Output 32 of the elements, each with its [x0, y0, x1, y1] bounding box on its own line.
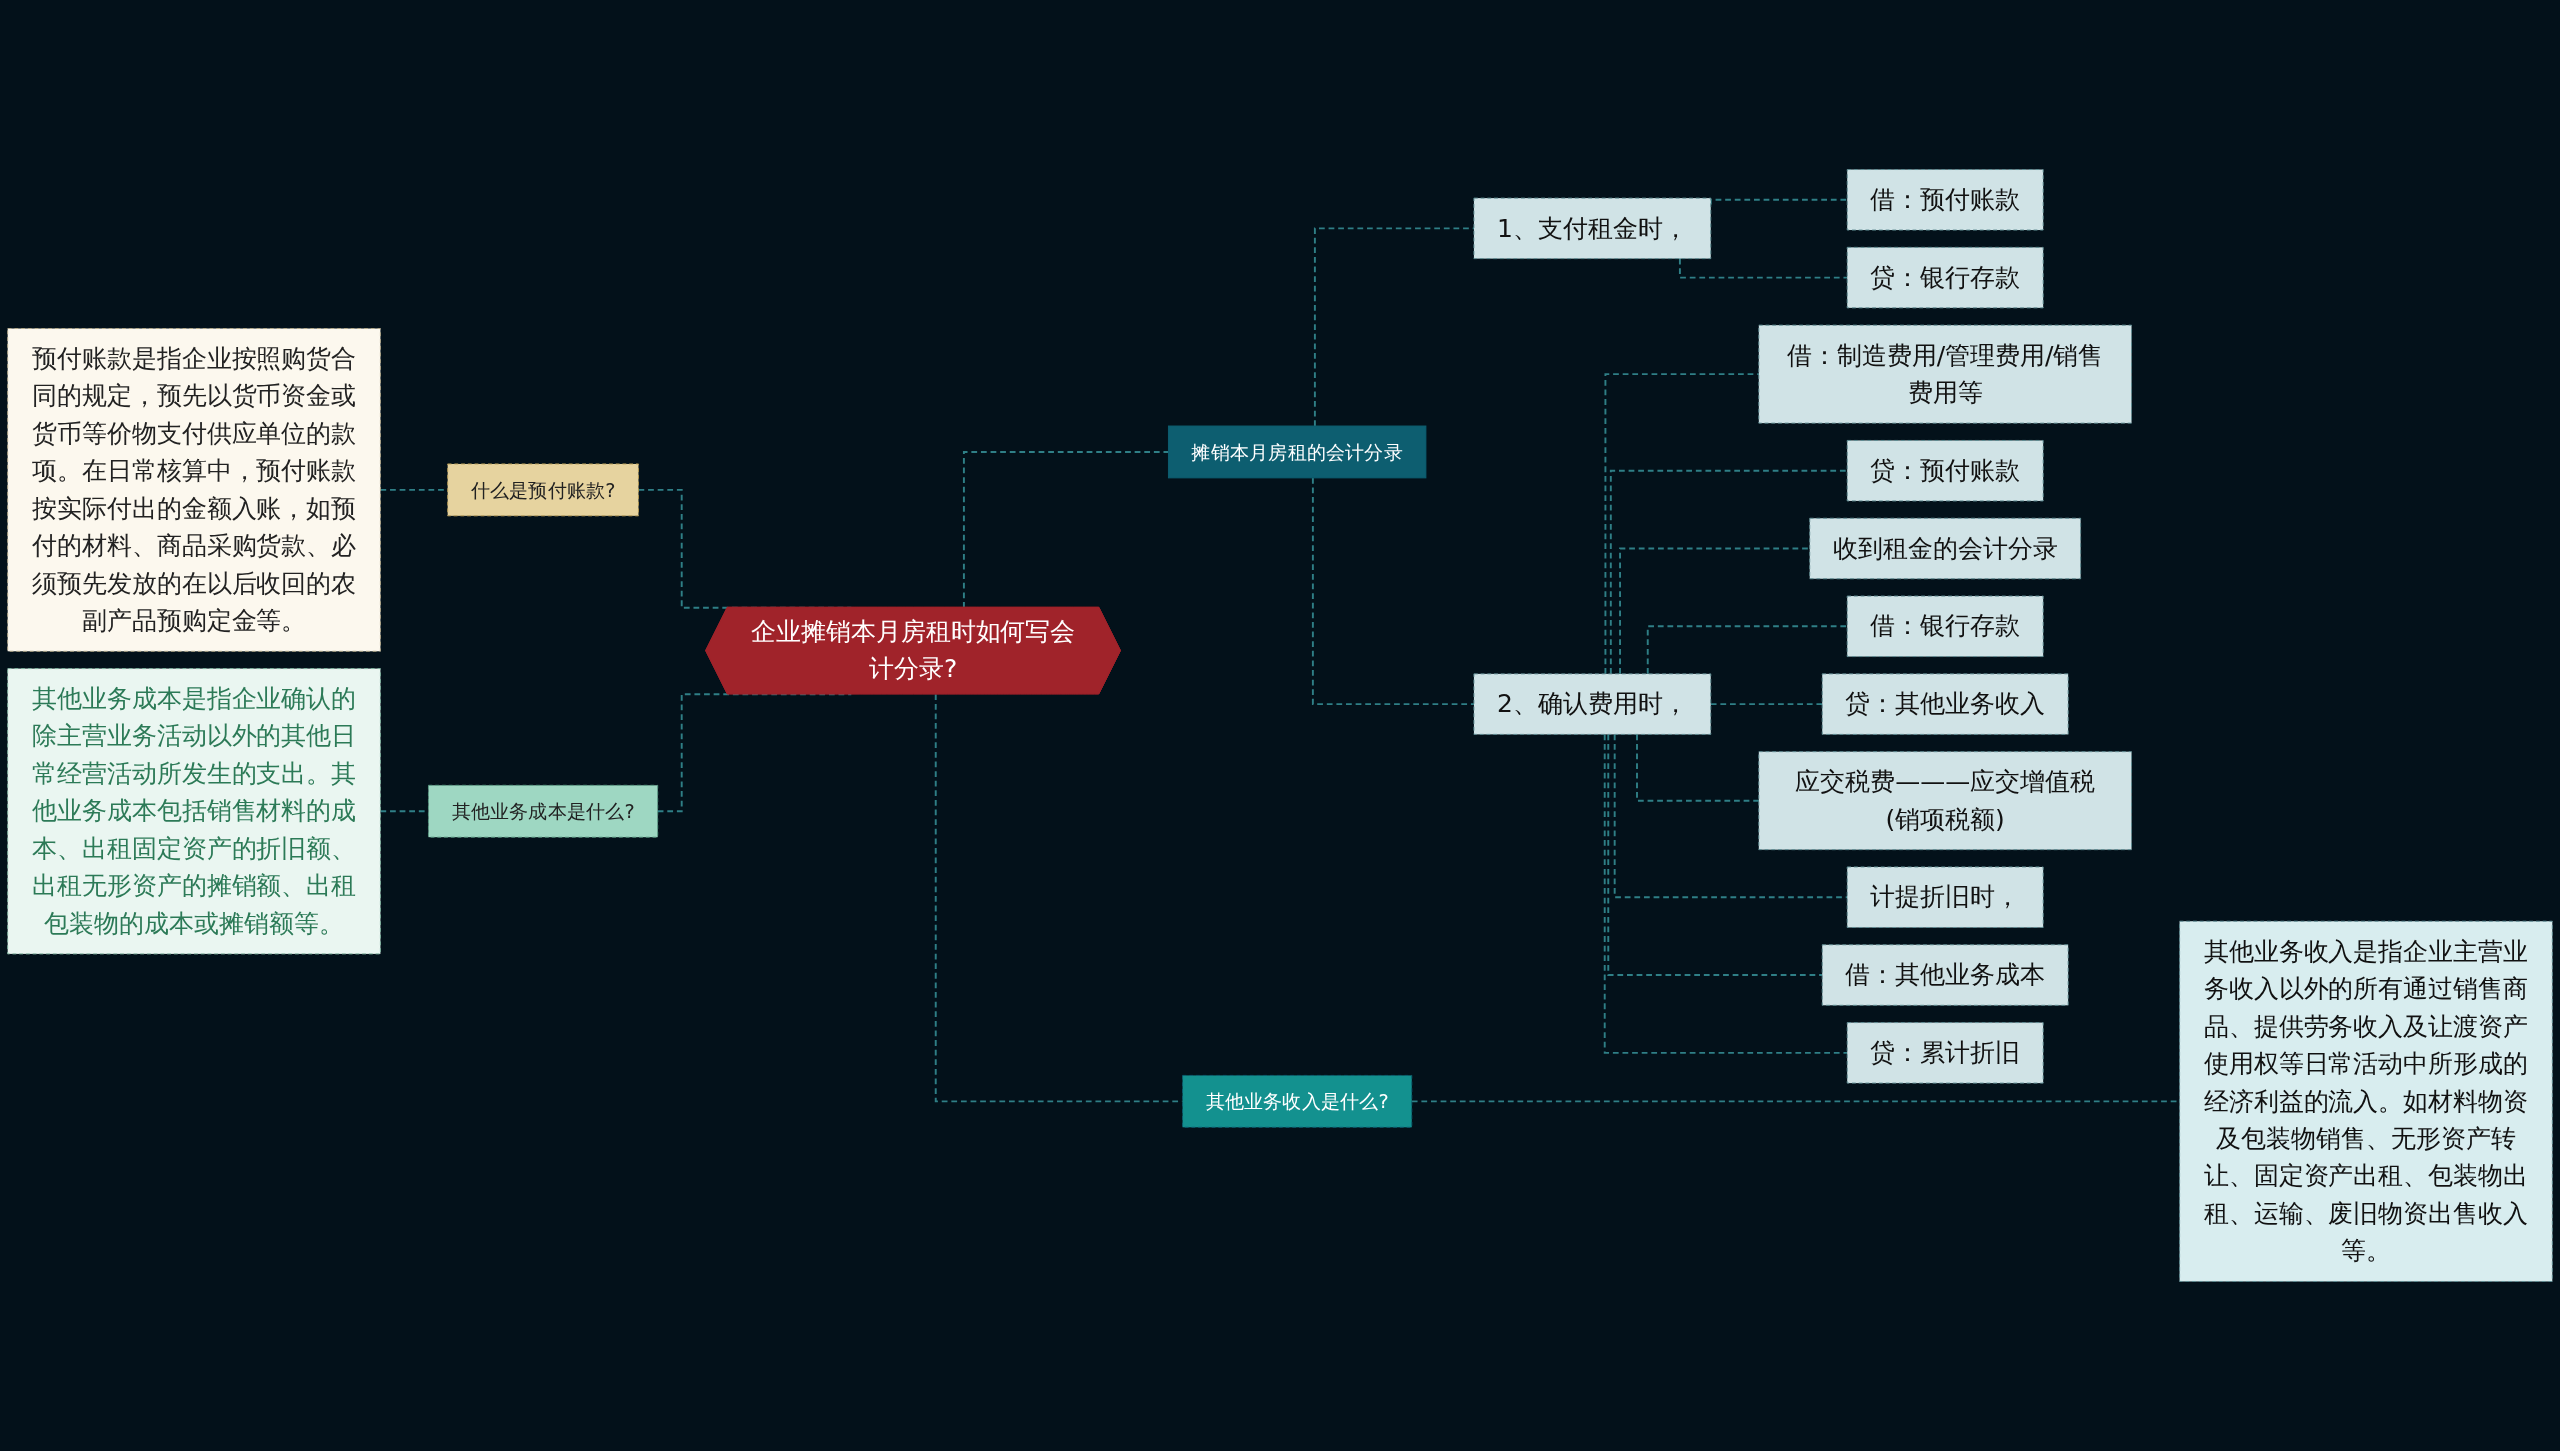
- connector: [1607, 733, 1824, 976]
- connector: [1636, 733, 1760, 802]
- node-box: 贷：银行存款: [1846, 246, 2044, 309]
- node-box: 摊销本月房租的会计分录: [1167, 425, 1427, 479]
- node-box: 其他业务收入是指企业主营业务收入以外的所有通过销售商品、提供劳务收入及让渡资产使用权等日常活动中所形成的经济利益的流入。如材料物资及包装物销售、无形资产转让、固定资产出租、包装物出租、运输、废旧物资出售收入等。: [2179, 920, 2553, 1282]
- connector: [1619, 547, 1811, 675]
- node-box: 应交税费———应交增值税(销项税额): [1758, 751, 2133, 851]
- node-box: 贷：累计折旧: [1846, 1022, 2044, 1084]
- connector: [1613, 733, 1849, 899]
- node-box: 1、支付租金时，: [1473, 197, 1712, 260]
- node-box: 什么是预付账款?: [447, 463, 639, 517]
- node-box: 其他业务成本是指企业确认的除主营业务活动以外的其他日常经营活动所发生的支出。其他业务成本包括销售材料的成本、出租固定资产的折旧额、出租无形资产的摊销额、出租包装物的成本或摊销额等。: [7, 668, 381, 955]
- connector: [1603, 733, 1849, 1054]
- node-box: 收到租金的会计分录: [1809, 517, 2082, 580]
- node-box: 借：银行存款: [1846, 595, 2044, 658]
- node-box: 贷：预付账款: [1846, 439, 2044, 502]
- node-box: 其他业务收入是什么?: [1182, 1074, 1413, 1128]
- connector: [656, 693, 853, 813]
- connector: [1311, 476, 1475, 706]
- node-box: 贷：其他业务收入: [1821, 673, 2069, 735]
- connector: [1609, 469, 1849, 675]
- node-box: 计提折旧时，: [1846, 866, 2044, 928]
- node-box: 借：制造费用/管理费用/销售费用等: [1758, 324, 2133, 424]
- node-box: 2、确认费用时，: [1473, 673, 1712, 735]
- node-box: 借：其他业务成本: [1821, 944, 2069, 1006]
- node-box: 借：预付账款: [1846, 169, 2044, 231]
- connector: [1709, 703, 1824, 706]
- connector: [1678, 257, 1849, 279]
- connector: [962, 451, 1170, 609]
- node-box: 其他业务成本是什么?: [427, 784, 659, 838]
- connector: [1646, 625, 1849, 675]
- node-box: 预付账款是指企业按照购货合同的规定，预先以货币资金或货币等价物支付供应单位的款项。在日常核算中，预付账款按实际付出的金额入账，如预付的材料、商品采购货款、必须预先发放的在以后收回的农副产品预购定金等。: [7, 328, 381, 652]
